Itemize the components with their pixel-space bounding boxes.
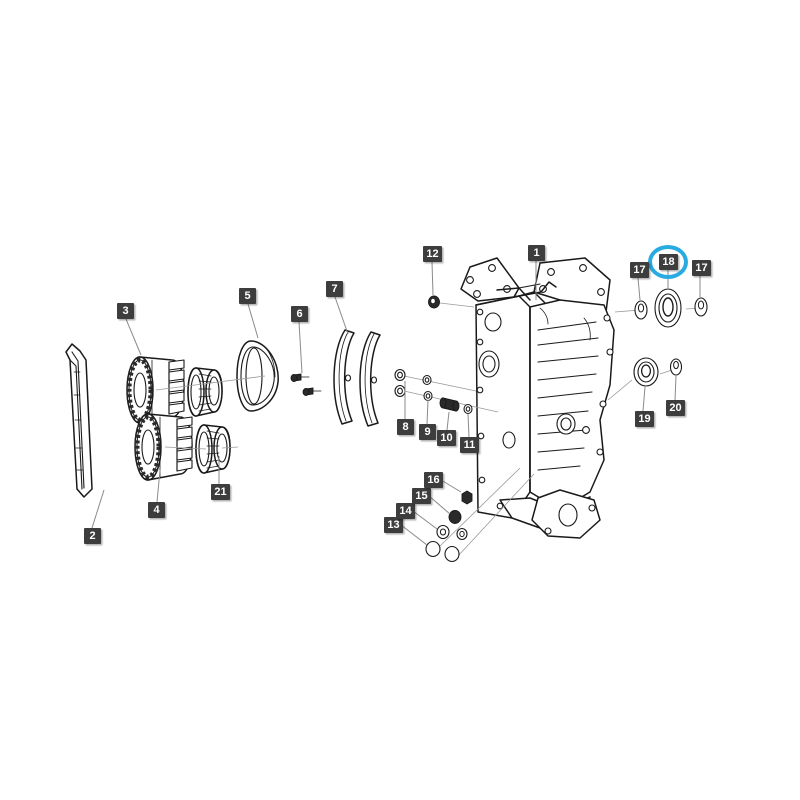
callout-16[interactable]: 16 [424,472,443,488]
callout-10[interactable]: 10 [437,430,456,446]
callout-leader-lines [91,261,701,546]
callout-17-left[interactable]: 17 [630,262,649,278]
callout-20[interactable]: 20 [666,400,685,416]
part-1-transmission-housing [460,257,615,539]
part-3-bearing-carrier-upper [126,356,185,424]
bearing-upper-taper [187,367,223,417]
callout-19[interactable]: 19 [635,411,654,427]
callout-6[interactable]: 6 [291,306,308,322]
parts-17-18-seals [614,288,708,328]
callout-4[interactable]: 4 [148,502,165,518]
part-5-bearing-cup [236,340,279,412]
part-2-gasket [65,343,93,498]
callout-3[interactable]: 3 [117,303,134,319]
callout-15[interactable]: 15 [412,488,431,504]
part-4-bearing-carrier-lower [134,413,193,481]
part-12-plug [428,295,475,309]
callout-18-highlighted[interactable]: 18 [659,254,678,270]
parts-8-11-shaft-hardware [394,368,499,415]
alignment-axes [155,375,266,450]
part-7-bearing-shells [333,329,381,427]
parts-19-20-seals [607,357,683,401]
parts-13-16-detent-hardware [425,467,535,563]
callout-21[interactable]: 21 [211,484,230,500]
callout-13[interactable]: 13 [384,517,403,533]
callout-7[interactable]: 7 [326,281,343,297]
highlight-ring-part-18 [648,245,688,279]
callout-2[interactable]: 2 [84,528,101,544]
callout-9[interactable]: 9 [419,424,436,440]
callout-8[interactable]: 8 [397,419,414,435]
part-6-dowel-pins [290,373,322,396]
callout-1[interactable]: 1 [528,245,545,261]
callout-14[interactable]: 14 [396,503,415,519]
callout-17-right[interactable]: 17 [692,260,711,276]
callout-11[interactable]: 11 [460,437,479,453]
callout-12[interactable]: 12 [423,246,442,262]
callout-5[interactable]: 5 [239,288,256,304]
